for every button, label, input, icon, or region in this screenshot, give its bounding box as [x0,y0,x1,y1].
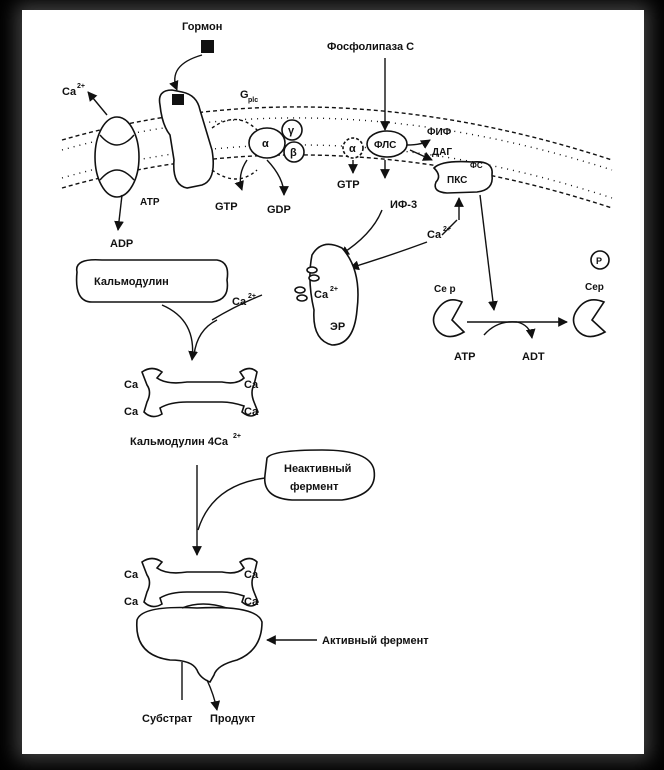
substrate-label: Субстрат [142,713,193,725]
calmodulin4ca-label: Кальмодулин 4Ca [130,436,229,448]
calmodulin-4ca [141,367,259,556]
ca-if-label: Ca [427,229,442,241]
ca8-label: Ca [244,596,259,608]
protein-kinase-c [432,160,498,311]
cell-membrane [61,106,613,209]
gplc-label: G [240,89,249,101]
phosphorylation [432,250,610,339]
gtp1-label: GTP [215,201,238,213]
alpha-label: α [262,138,269,150]
ca4-label: Ca [244,406,259,418]
ca-top-label: Ca [62,86,77,98]
dag-label: ДАГ [432,147,452,158]
ca-cal-label: Ca [232,296,247,308]
ca-er-arrow [349,241,428,271]
fls-label: ФЛС [374,140,396,151]
gdp-label: GDP [267,204,291,216]
hormone-receptor [158,40,215,189]
hormone-label: Гормон [182,21,222,33]
active-enzyme-label: Активный фермент [322,635,429,647]
pks-label: ПКС [447,175,467,186]
ca2-label: Ca [124,406,139,418]
phospholipase-label: Фосфолипаза С [327,41,414,53]
ion-pump [87,91,140,231]
cer-left-label: Се р [434,284,456,295]
fs-label: ФС [470,161,483,170]
gplc-sub: plc [248,97,258,104]
adp-label: ADP [110,238,133,250]
p-label: P [596,256,602,266]
ca6-label: Ca [124,596,139,608]
fif-label: ФИФ [427,127,452,138]
calmodulin4ca-sup: 2+ [233,433,241,440]
product-label: Продукт [210,713,256,725]
hormone-bound [172,94,184,105]
inactive-label-2: фермент [290,481,339,493]
ca-pkc-link [441,219,458,236]
gamma-label: γ [288,125,295,137]
gtp2-label: GTP [337,179,360,191]
ca-cal-sup: 2+ [248,293,256,300]
ip3-arrow [339,209,383,256]
ca-calmodulin-complex [141,557,259,608]
adt-label: ADT [522,351,545,363]
er-label: ЭР [330,321,345,333]
calmodulin-box [75,258,229,361]
g-protein [211,118,364,196]
cer-right-label: Сер [585,282,604,293]
ca-top-sup: 2+ [77,83,85,90]
diagram-frame: Гормон Фосфолипаза С Ca 2+ G plc α γ β α… [22,10,644,754]
phospholipase-c [366,58,433,179]
inactive-enzyme [197,449,376,531]
if3-label: ИФ-3 [390,199,417,211]
endoplasmic-reticulum [211,243,359,346]
atp-bottom-label: АТР [454,351,475,363]
alpha2-label: α [349,143,356,155]
ca3-label: Ca [244,379,259,391]
inactive-label-1: Неактивный [284,463,351,475]
calmodulin-label: Кальмодулин [94,276,169,288]
ca-er-sup: 2+ [330,286,338,293]
ca1-label: Ca [124,379,139,391]
ca-if-sup: 2+ [443,226,451,233]
beta-label: β [290,147,297,159]
active-enzyme [136,603,317,711]
atp-top-label: АТР [140,197,160,208]
ca7-label: Ca [244,569,259,581]
hormone-square [201,40,214,53]
ca5-label: Ca [124,569,139,581]
ca-er-label: Ca [314,289,329,301]
signaling-diagram: Гормон Фосфолипаза С Ca 2+ G plc α γ β α… [61,21,613,725]
